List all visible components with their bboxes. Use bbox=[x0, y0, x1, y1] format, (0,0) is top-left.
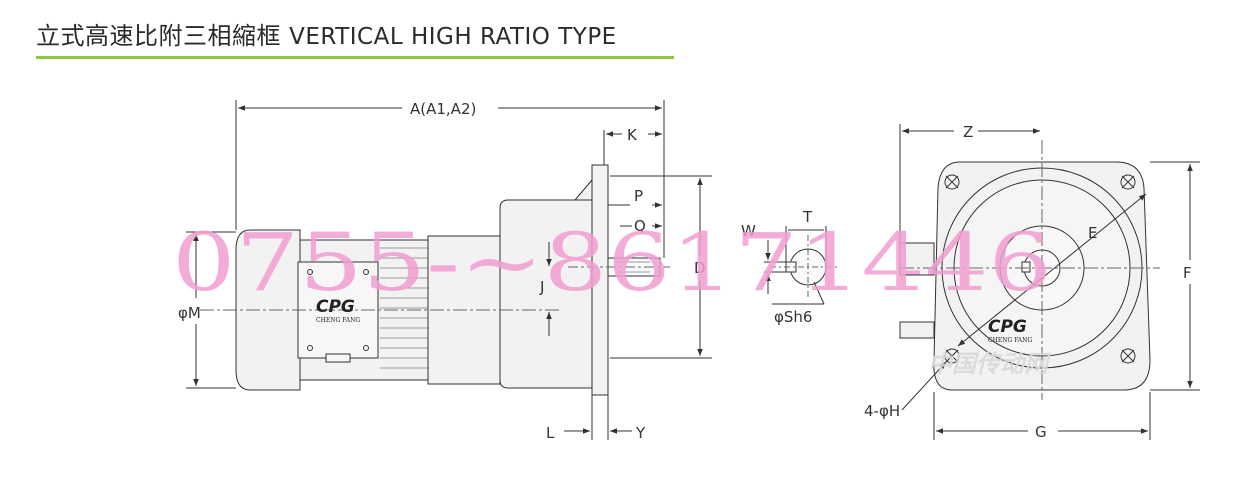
page-title: 立式高速比附三相縮框 VERTICAL HIGH RATIO TYPE bbox=[36, 16, 617, 51]
side-view bbox=[200, 164, 670, 396]
logo-sub: CHENG FANG bbox=[316, 317, 360, 324]
dim-j: J bbox=[539, 278, 544, 296]
dim-l: L bbox=[546, 424, 555, 442]
dim-a: A(A1,A2) bbox=[410, 100, 476, 118]
logo-sub-front: CHENG FANG bbox=[988, 337, 1032, 344]
watermark-site: 中国传动网 bbox=[928, 350, 1052, 378]
cooling-fins bbox=[380, 247, 428, 369]
title-zh: 立式高速比附三相縮框 bbox=[36, 22, 281, 50]
dim-d: D bbox=[694, 259, 706, 277]
dim-sh6: φSh6 bbox=[774, 308, 812, 326]
dim-t: T bbox=[802, 208, 813, 226]
motor-endcap bbox=[235, 229, 301, 391]
title-underline bbox=[36, 56, 674, 59]
dim-e: E bbox=[1088, 224, 1097, 242]
dim-f: F bbox=[1183, 264, 1192, 282]
dim-k: K bbox=[627, 126, 638, 144]
title-en: VERTICAL HIGH RATIO TYPE bbox=[289, 24, 617, 50]
front-dimensions bbox=[899, 124, 1200, 440]
dim-h: 4-φH bbox=[864, 402, 900, 420]
logo-cpg: CPG bbox=[316, 297, 355, 317]
dim-y: Y bbox=[635, 424, 646, 442]
logo-cpg-front: CPG bbox=[988, 317, 1027, 337]
dim-m: φM bbox=[178, 304, 201, 322]
mount-holes bbox=[944, 174, 1136, 364]
watermark-phone: 0755-~86171446 bbox=[172, 216, 1052, 309]
dim-p: P bbox=[634, 187, 643, 205]
dim-g: G bbox=[1035, 423, 1047, 441]
dim-w: W bbox=[741, 222, 756, 240]
terminal-box-side bbox=[899, 242, 935, 276]
shaft-section bbox=[764, 226, 840, 305]
dim-q: Q bbox=[634, 217, 646, 235]
dim-z: Z bbox=[963, 123, 973, 141]
side-dimensions bbox=[186, 100, 712, 440]
